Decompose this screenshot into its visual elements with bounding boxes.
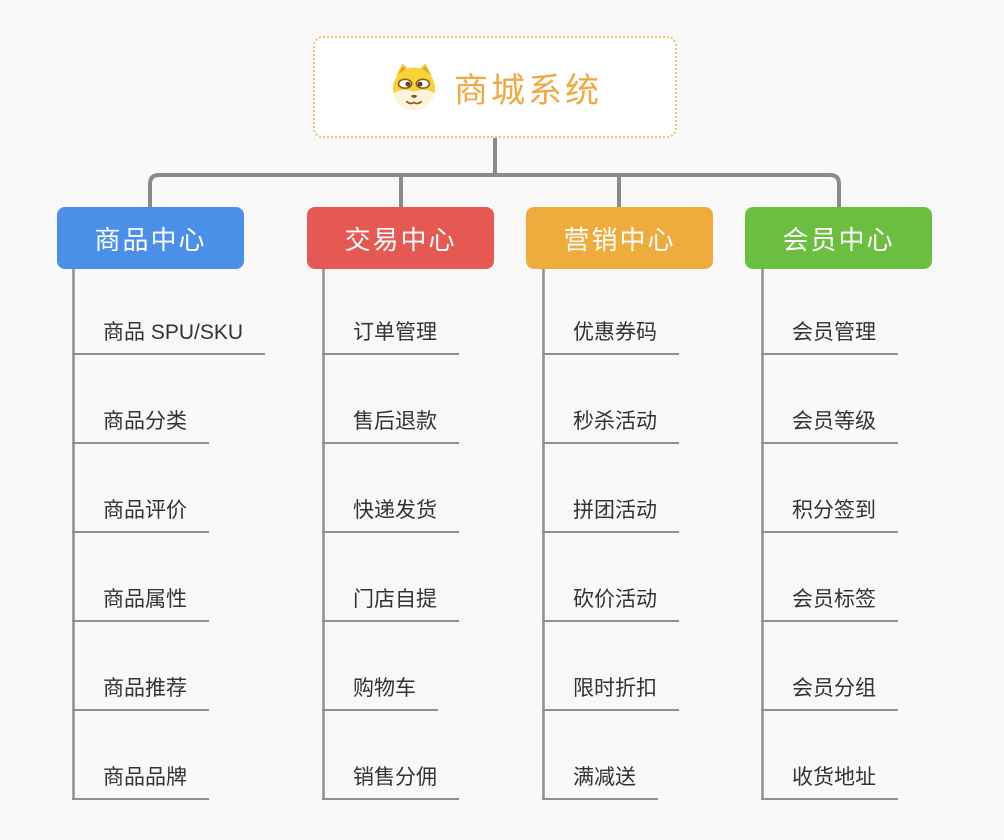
- leaf-node[interactable]: 售后退款: [322, 400, 459, 444]
- leaf-node[interactable]: 门店自提: [322, 578, 459, 622]
- leaf-node[interactable]: 快递发货: [322, 489, 459, 533]
- branch-bus-line: [148, 173, 841, 208]
- leaf-node[interactable]: 商品分类: [72, 400, 209, 444]
- leaf-node[interactable]: 会员等级: [761, 400, 898, 444]
- leaf-node[interactable]: 优惠券码: [542, 311, 679, 355]
- leaf-node[interactable]: 销售分佣: [322, 756, 459, 800]
- branch-node-label: 营销中心: [563, 224, 676, 255]
- branch-node-marketing-center[interactable]: 营销中心: [526, 207, 713, 269]
- branch-node-trade-center[interactable]: 交易中心: [307, 207, 494, 269]
- branch-node-member-center[interactable]: 会员中心: [745, 207, 932, 269]
- branch-node-label: 会员中心: [782, 224, 895, 255]
- leaf-node[interactable]: 秒杀活动: [542, 400, 679, 444]
- doge-icon: [392, 63, 436, 111]
- leaf-node[interactable]: 商品属性: [72, 578, 209, 622]
- leaf-node[interactable]: 商品品牌: [72, 756, 209, 800]
- branch-node-label: 商品中心: [94, 224, 207, 255]
- branch-node-product-center[interactable]: 商品中心: [57, 207, 244, 269]
- leaf-node[interactable]: 砍价活动: [542, 578, 679, 622]
- leaf-node[interactable]: 限时折扣: [542, 667, 679, 711]
- leaf-node[interactable]: 商品评价: [72, 489, 209, 533]
- branch-node-label: 交易中心: [344, 224, 457, 255]
- leaf-node[interactable]: 会员分组: [761, 667, 898, 711]
- leaf-node[interactable]: 会员管理: [761, 311, 898, 355]
- root-node[interactable]: 商城系统: [313, 36, 677, 138]
- leaf-node[interactable]: 购物车: [322, 667, 438, 711]
- leaf-node[interactable]: 拼团活动: [542, 489, 679, 533]
- leaf-node[interactable]: 积分签到: [761, 489, 898, 533]
- root-to-branch-connectors: [148, 137, 841, 208]
- leaf-node[interactable]: 商品推荐: [72, 667, 209, 711]
- leaf-node[interactable]: 满减送: [542, 756, 658, 800]
- root-node-label: 商城系统: [454, 71, 602, 110]
- leaf-node[interactable]: 会员标签: [761, 578, 898, 622]
- leaf-node[interactable]: 商品 SPU/SKU: [72, 311, 266, 355]
- leaf-node[interactable]: 收货地址: [761, 756, 898, 800]
- leaf-node[interactable]: 订单管理: [322, 311, 459, 355]
